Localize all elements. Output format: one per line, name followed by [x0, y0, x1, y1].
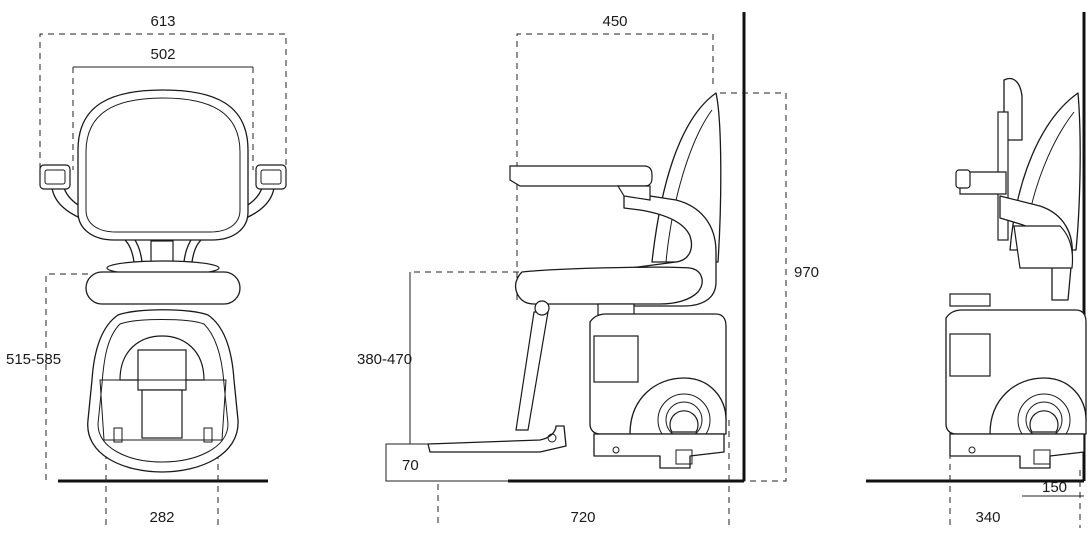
side-total-height-label: 970	[794, 264, 819, 281]
side-footrest-hinge	[547, 433, 557, 443]
side-base-bolt	[612, 446, 620, 454]
front-footrest-hinge-left	[113, 427, 123, 443]
front-left-armrest	[39, 164, 71, 190]
front-chair-drawing	[39, 89, 287, 473]
side-armrest-post	[616, 185, 651, 201]
folded-chair-drawing	[945, 77, 1087, 469]
front-overall-width-label: 613	[150, 13, 175, 30]
front-left-armrest-inner	[44, 169, 66, 185]
folded-armrest-knob	[955, 169, 971, 189]
side-seat-cushion	[514, 266, 703, 305]
front-back-width-label: 502	[150, 46, 175, 63]
front-seat-height-dim	[45, 273, 88, 481]
side-carriage-motor	[593, 335, 639, 383]
front-overall-width-dim	[39, 33, 287, 180]
side-footrest-height-label: 70	[402, 457, 419, 474]
front-footrest-hinge-right	[203, 427, 213, 443]
side-armrest	[509, 165, 653, 187]
front-footrest-frame	[99, 379, 227, 441]
front-view: 613 502 515-585 282	[6, 13, 287, 528]
side-total-height-dim	[720, 92, 787, 482]
side-footrest-strut	[515, 311, 549, 431]
side-seat-height-label: 380-470	[357, 351, 412, 368]
folded-seat-cushion	[1013, 225, 1074, 269]
side-wheel-hub	[669, 410, 699, 433]
folded-base-gear	[1033, 449, 1051, 465]
front-right-armrest-inner	[260, 169, 282, 185]
front-backrest	[77, 89, 249, 241]
front-seat-cushion	[85, 271, 241, 305]
front-seat-height-label: 515-585	[6, 351, 61, 368]
side-backrest-line	[665, 109, 713, 263]
folded-base-rail	[949, 433, 1085, 469]
side-base-gear	[675, 449, 693, 465]
side-footrest-height-dim	[385, 443, 510, 482]
front-right-armrest	[255, 164, 287, 190]
side-base-rail	[593, 433, 725, 469]
side-armrest-depth-label: 450	[602, 13, 627, 30]
folded-depth-label: 340	[975, 509, 1000, 526]
front-backrest-inner	[85, 97, 241, 233]
folded-wheel-hub	[1029, 410, 1059, 433]
folded-view: 150 340	[866, 12, 1087, 528]
side-chair-drawing	[427, 92, 727, 469]
side-overall-depth-label: 720	[570, 509, 595, 526]
folded-base-bolt	[968, 446, 976, 454]
side-strut-pivot	[534, 300, 550, 316]
folded-carriage-motor	[949, 333, 991, 377]
front-base-width-label: 282	[149, 509, 174, 526]
front-carriage-block	[137, 349, 187, 391]
side-view: 450 380-470 70 970 720	[357, 12, 819, 528]
folded-rail-offset-label: 150	[1042, 479, 1067, 496]
front-carriage-lower-block	[141, 389, 183, 439]
front-carriage-inner	[97, 319, 229, 463]
folded-seat-bracket	[949, 293, 991, 307]
side-footrest-plate	[427, 425, 567, 453]
